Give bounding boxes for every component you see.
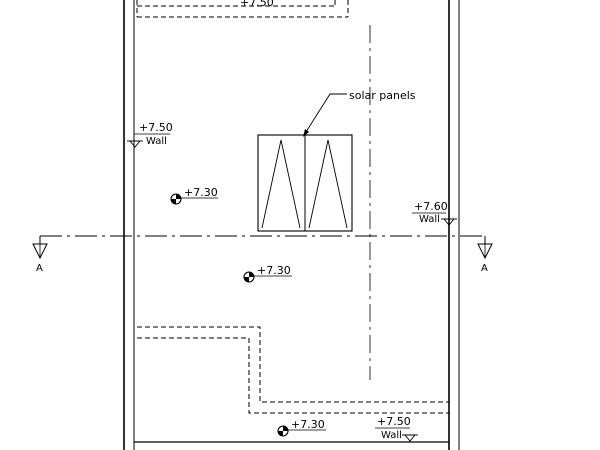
level-top-partial: +7.50	[240, 0, 274, 9]
solar-panels-callout: solar panels	[303, 89, 416, 137]
spot-level-2-value: +7.30	[257, 264, 291, 277]
level-left-wall: +7.50 Wall	[127, 121, 173, 148]
section-marker-left: A	[32, 236, 48, 274]
section-marker-label: A	[36, 263, 43, 274]
spot-level-3: +7.30	[277, 418, 326, 437]
solar-panels-label: solar panels	[349, 89, 416, 102]
section-marker-label: A	[481, 263, 488, 274]
level-left-wall-value: +7.50	[139, 121, 173, 134]
level-right-wall: +7.60 Wall	[412, 200, 457, 226]
level-bottom-wall: +7.50 Wall	[375, 415, 418, 442]
top-dashed-outline	[136, 0, 349, 18]
level-right-wall-text: Wall	[419, 214, 440, 225]
outer-walls	[123, 0, 460, 450]
section-marker-right: A	[477, 236, 493, 274]
solar-panels	[257, 134, 353, 232]
level-left-wall-text: Wall	[146, 136, 167, 147]
spot-level-3-value: +7.30	[291, 418, 325, 431]
spot-level-1-value: +7.30	[184, 186, 218, 199]
level-bottom-wall-text: Wall	[381, 430, 402, 441]
spot-level-1: +7.30	[170, 186, 218, 205]
bottom-dashed-outline	[137, 326, 449, 414]
spot-level-2: +7.30	[243, 264, 292, 283]
level-bottom-wall-value: +7.50	[377, 415, 411, 428]
level-right-wall-value: +7.60	[414, 200, 448, 213]
